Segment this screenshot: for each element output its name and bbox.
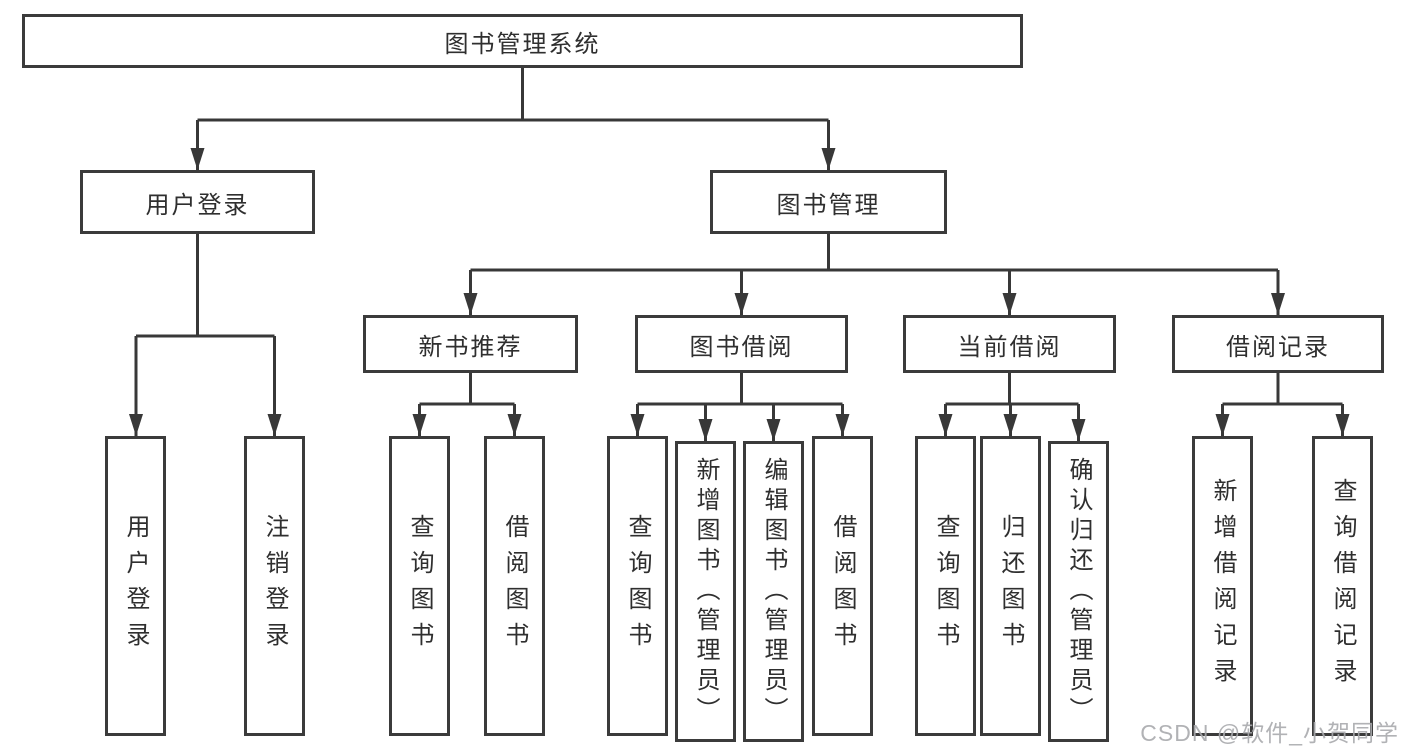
leaf-query-borrow-record: 查询借阅记录 <box>1312 436 1373 736</box>
connector-book-borrowing-children <box>630 373 850 441</box>
node-current-borrowing: 当前借阅 <box>903 315 1116 373</box>
connector-current-borrowing-children <box>938 373 1086 441</box>
leaf-logout: 注销登录 <box>244 436 305 736</box>
leaf-borrow-books: 借阅图书 <box>812 436 873 736</box>
leaf-query-books-current: 查询图书 <box>915 436 976 736</box>
node-borrowing-records: 借阅记录 <box>1172 315 1384 373</box>
leaf-confirm-return-admin: 确认归还（管理员） <box>1048 441 1109 742</box>
leaf-return-books: 归还图书 <box>980 436 1041 736</box>
leaf-add-borrow-record: 新增借阅记录 <box>1192 436 1253 736</box>
connector-book-management-children <box>463 234 1285 315</box>
leaf-user-login: 用户登录 <box>105 436 166 736</box>
leaf-query-books-borrowing: 查询图书 <box>607 436 668 736</box>
leaf-borrow-books-recommend: 借阅图书 <box>484 436 545 736</box>
node-book-management: 图书管理 <box>710 170 947 234</box>
leaf-add-books-admin: 新增图书（管理员） <box>675 441 736 742</box>
connector-borrowing-records-children <box>1215 373 1350 436</box>
node-new-book-recommend: 新书推荐 <box>363 315 578 373</box>
connector-new-book-children <box>412 373 522 436</box>
node-root: 图书管理系统 <box>22 14 1023 68</box>
leaf-query-books-recommend: 查询图书 <box>389 436 450 736</box>
connector-user-login-children <box>129 234 282 436</box>
connector-root-to-level2 <box>190 68 836 170</box>
node-book-borrowing: 图书借阅 <box>635 315 848 373</box>
leaf-edit-books-admin: 编辑图书（管理员） <box>743 441 804 742</box>
node-user-login: 用户登录 <box>80 170 315 234</box>
csdn-watermark: CSDN @软件_小贺同学 <box>1140 720 1399 746</box>
